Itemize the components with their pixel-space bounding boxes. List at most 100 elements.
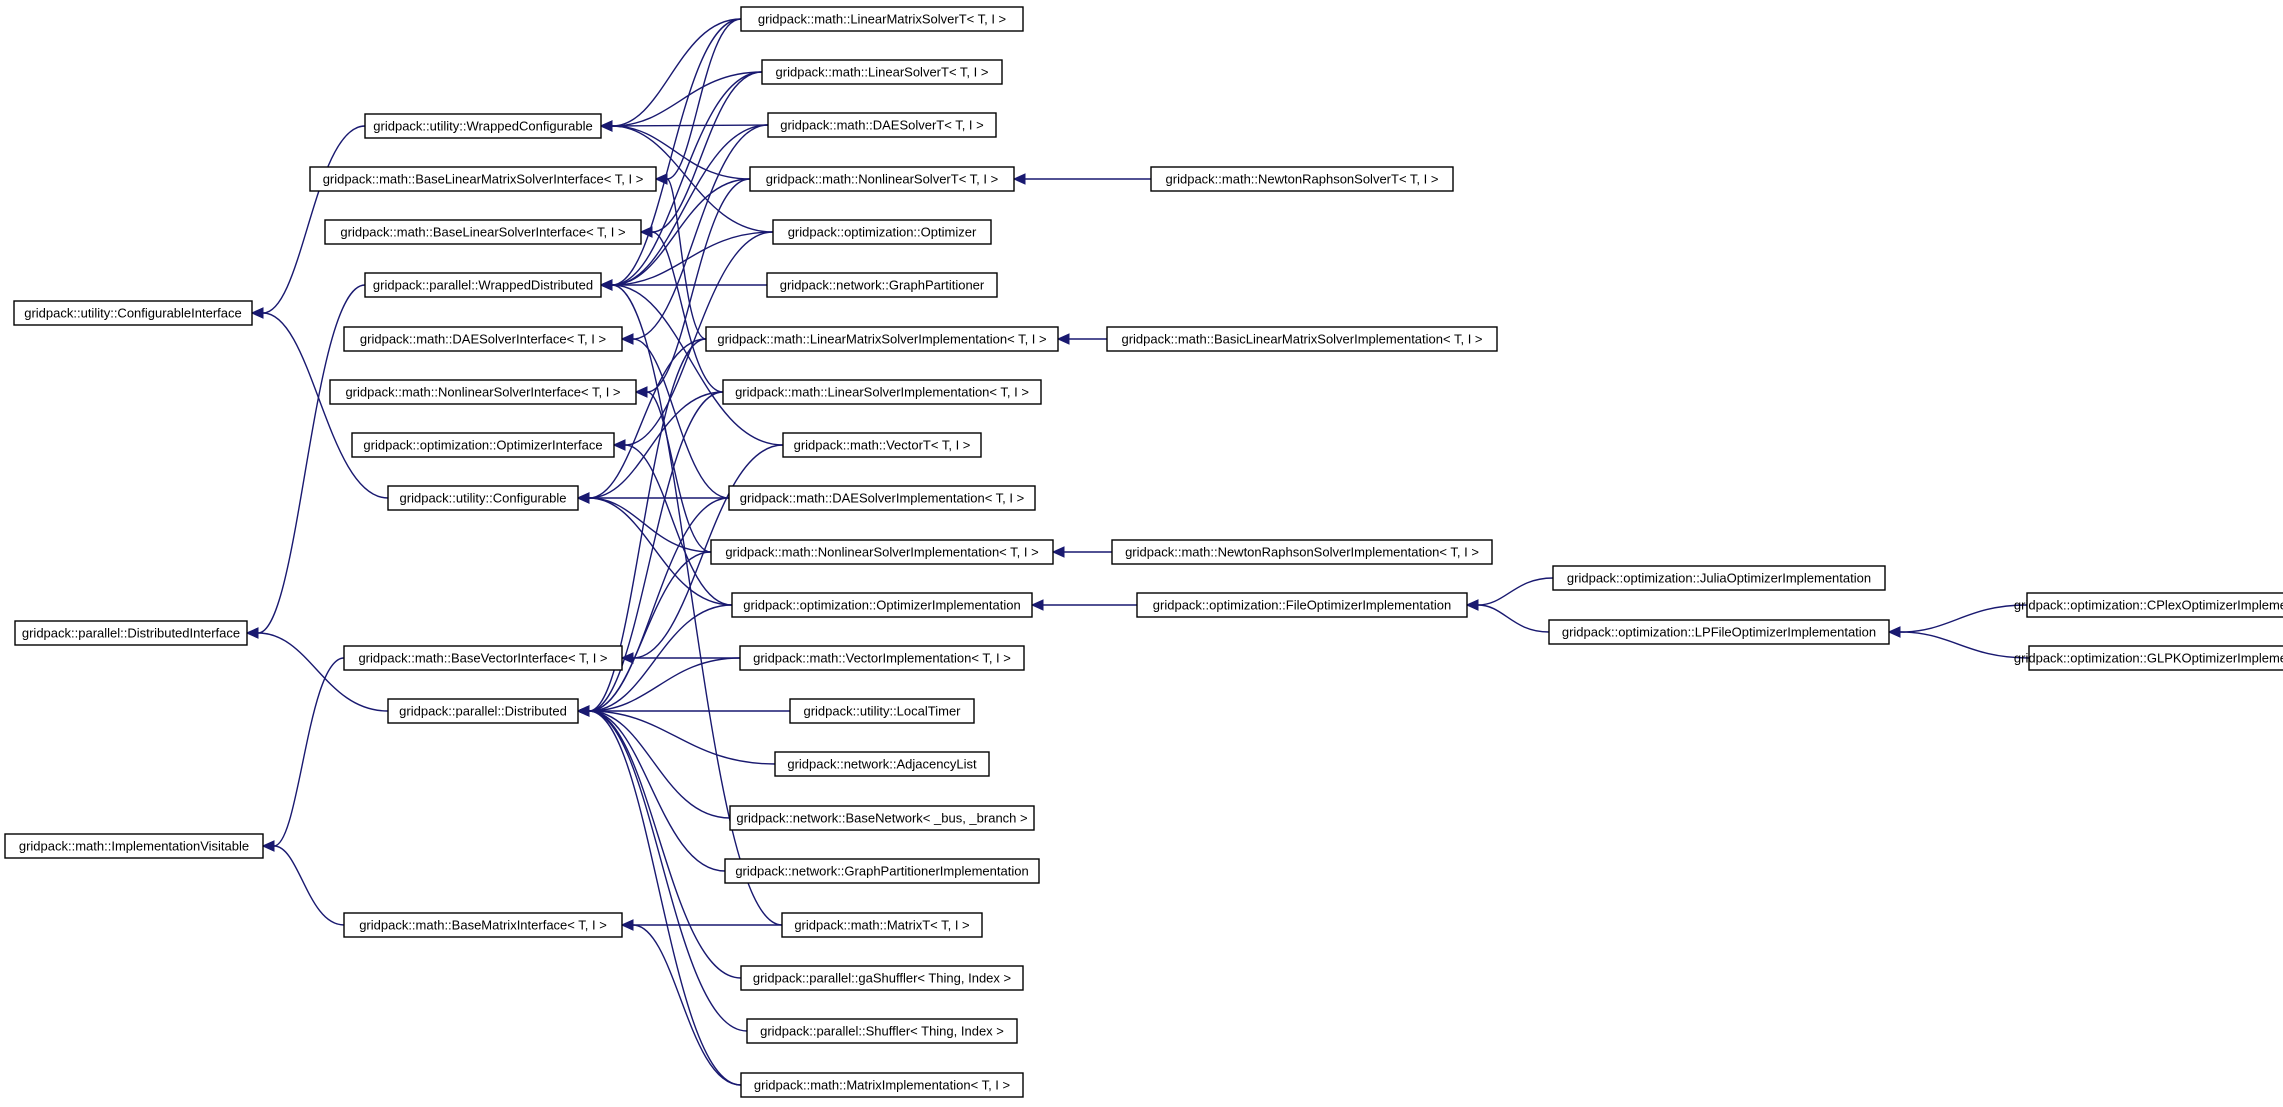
class-node-base-vector-interface[interactable]: gridpack::math::BaseVectorInterface< T, … xyxy=(343,645,623,671)
class-node-nonlinear-solver-interface[interactable]: gridpack::math::NonlinearSolverInterface… xyxy=(329,379,637,405)
class-box[interactable] xyxy=(1548,619,1890,645)
class-box[interactable] xyxy=(1552,565,1886,591)
inheritance-edge-newton_raphson_solver_t-to-nonlinear_solver_t xyxy=(1012,173,1151,185)
edge-line xyxy=(611,125,751,180)
class-box[interactable] xyxy=(329,379,637,405)
inheritance-edge-local_timer-to-distributed xyxy=(576,705,790,717)
class-box[interactable] xyxy=(2026,592,2283,618)
class-box[interactable] xyxy=(351,432,615,458)
class-box[interactable] xyxy=(766,272,998,298)
class-box[interactable] xyxy=(772,219,992,245)
class-node-vector-impl[interactable]: gridpack::math::VectorImplementation< T,… xyxy=(739,645,1025,671)
class-node-distributed[interactable]: gridpack::parallel::Distributed xyxy=(387,698,579,724)
class-node-nonlinear-solver-t[interactable]: gridpack::math::NonlinearSolverT< T, I > xyxy=(749,166,1015,192)
class-box[interactable] xyxy=(761,59,1003,85)
class-box[interactable] xyxy=(767,112,997,138)
class-node-distributed-interface[interactable]: gridpack::parallel::DistributedInterface xyxy=(14,620,248,646)
class-box[interactable] xyxy=(781,912,983,938)
class-node-ga-shuffler[interactable]: gridpack::parallel::gaShuffler< Thing, I… xyxy=(740,965,1024,991)
class-node-matrix-t[interactable]: gridpack::math::MatrixT< T, I > xyxy=(781,912,983,938)
class-node-wrapped-configurable[interactable]: gridpack::utility::WrappedConfigurable xyxy=(364,113,602,139)
arrowhead xyxy=(1051,546,1065,558)
class-node-local-timer[interactable]: gridpack::utility::LocalTimer xyxy=(789,698,975,724)
class-box[interactable] xyxy=(724,858,1040,884)
class-box[interactable] xyxy=(705,326,1059,352)
class-box[interactable] xyxy=(13,300,253,326)
class-node-base-network[interactable]: gridpack::network::BaseNetwork< _bus, _b… xyxy=(729,805,1035,831)
class-node-linear-matrix-solver-t[interactable]: gridpack::math::LinearMatrixSolverT< T, … xyxy=(740,6,1024,32)
class-node-linear-solver-t[interactable]: gridpack::math::LinearSolverT< T, I > xyxy=(761,59,1003,85)
edge-line xyxy=(646,391,712,553)
class-node-wrapped-distributed[interactable]: gridpack::parallel::WrappedDistributed xyxy=(364,272,602,298)
class-label: gridpack::optimization::CPlexOptimizerIm… xyxy=(2014,598,2283,613)
class-node-linear-matrix-solver-impl[interactable]: gridpack::math::LinearMatrixSolverImplem… xyxy=(705,326,1059,352)
class-node-graph-partitioner-impl[interactable]: gridpack::network::GraphPartitionerImple… xyxy=(724,858,1040,884)
class-label: gridpack::parallel::Shuffler< Thing, Ind… xyxy=(760,1024,1004,1039)
class-box[interactable] xyxy=(728,485,1036,511)
class-node-optimizer-impl[interactable]: gridpack::optimization::OptimizerImpleme… xyxy=(731,592,1033,618)
class-box[interactable] xyxy=(1111,539,1493,565)
inheritance-edge-linear_matrix_solver_impl-to-configurable xyxy=(576,338,707,504)
class-node-julia-optimizer-impl[interactable]: gridpack::optimization::JuliaOptimizerIm… xyxy=(1552,565,1886,591)
class-box[interactable] xyxy=(364,272,602,298)
class-node-optimizer-interface[interactable]: gridpack::optimization::OptimizerInterfa… xyxy=(351,432,615,458)
class-node-base-linear-solver-interface[interactable]: gridpack::math::BaseLinearSolverInterfac… xyxy=(324,219,642,245)
class-box[interactable] xyxy=(782,432,982,458)
edge-line xyxy=(588,391,724,712)
edge-line xyxy=(611,18,742,286)
class-box[interactable] xyxy=(740,1072,1024,1098)
class-node-linear-solver-impl[interactable]: gridpack::math::LinearSolverImplementati… xyxy=(722,379,1042,405)
class-node-glpk-optimizer-impl[interactable]: gridpack::optimization::GLPKOptimizerImp… xyxy=(2014,645,2283,671)
class-box[interactable] xyxy=(324,219,642,245)
class-box[interactable] xyxy=(343,326,623,352)
class-node-dae-solver-impl[interactable]: gridpack::math::DAESolverImplementation<… xyxy=(728,485,1036,511)
class-node-newton-raphson-solver-impl[interactable]: gridpack::math::NewtonRaphsonSolverImple… xyxy=(1111,539,1493,565)
class-node-configurable[interactable]: gridpack::utility::Configurable xyxy=(387,485,579,511)
class-node-graph-partitioner[interactable]: gridpack::network::GraphPartitioner xyxy=(766,272,998,298)
class-box[interactable] xyxy=(1136,592,1468,618)
class-box[interactable] xyxy=(740,965,1024,991)
class-node-base-linear-matrix-solver-interface[interactable]: gridpack::math::BaseLinearMatrixSolverIn… xyxy=(309,166,657,192)
class-box[interactable] xyxy=(739,645,1025,671)
class-node-vector-t[interactable]: gridpack::math::VectorT< T, I > xyxy=(782,432,982,458)
arrowhead xyxy=(576,492,590,504)
class-node-adjacency-list[interactable]: gridpack::network::AdjacencyList xyxy=(774,751,990,777)
class-node-optimizer[interactable]: gridpack::optimization::Optimizer xyxy=(772,219,992,245)
class-box[interactable] xyxy=(749,166,1015,192)
class-box[interactable] xyxy=(343,645,623,671)
class-box[interactable] xyxy=(774,751,990,777)
class-box[interactable] xyxy=(740,6,1024,32)
class-box[interactable] xyxy=(710,539,1054,565)
class-node-implementation-visitable[interactable]: gridpack::math::ImplementationVisitable xyxy=(4,833,264,859)
class-box[interactable] xyxy=(14,620,248,646)
class-box[interactable] xyxy=(309,166,657,192)
inheritance-edge-lp_file_optimizer_impl-to-file_optimizer_impl xyxy=(1465,599,1550,633)
class-box[interactable] xyxy=(729,805,1035,831)
class-node-matrix-impl[interactable]: gridpack::math::MatrixImplementation< T,… xyxy=(740,1072,1024,1098)
class-node-dae-solver-t[interactable]: gridpack::math::DAESolverT< T, I > xyxy=(767,112,997,138)
class-node-newton-raphson-solver-t[interactable]: gridpack::math::NewtonRaphsonSolverT< T,… xyxy=(1150,166,1454,192)
class-box[interactable] xyxy=(722,379,1042,405)
class-box[interactable] xyxy=(2028,645,2283,671)
class-box[interactable] xyxy=(789,698,975,724)
class-node-file-optimizer-impl[interactable]: gridpack::optimization::FileOptimizerImp… xyxy=(1136,592,1468,618)
class-node-cplex-optimizer-impl[interactable]: gridpack::optimization::CPlexOptimizerIm… xyxy=(2014,592,2283,618)
class-box[interactable] xyxy=(746,1018,1018,1044)
class-box[interactable] xyxy=(1106,326,1498,352)
class-node-lp-file-optimizer-impl[interactable]: gridpack::optimization::LPFileOptimizerI… xyxy=(1548,619,1890,645)
class-node-dae-solver-interface[interactable]: gridpack::math::DAESolverInterface< T, I… xyxy=(343,326,623,352)
class-node-shuffler[interactable]: gridpack::parallel::Shuffler< Thing, Ind… xyxy=(746,1018,1018,1044)
class-node-configurable-interface[interactable]: gridpack::utility::ConfigurableInterface xyxy=(13,300,253,326)
class-label: gridpack::math::NewtonRaphsonSolverImple… xyxy=(1125,545,1479,560)
class-box[interactable] xyxy=(343,912,623,938)
class-box[interactable] xyxy=(1150,166,1454,192)
class-box[interactable] xyxy=(364,113,602,139)
class-node-basic-linear-matrix-solver-impl[interactable]: gridpack::math::BasicLinearMatrixSolverI… xyxy=(1106,326,1498,352)
class-box[interactable] xyxy=(387,698,579,724)
class-box[interactable] xyxy=(4,833,264,859)
inheritance-edge-base_vector_interface-to-implementation_visitable xyxy=(261,657,345,852)
class-box[interactable] xyxy=(731,592,1033,618)
class-node-base-matrix-interface[interactable]: gridpack::math::BaseMatrixInterface< T, … xyxy=(343,912,623,938)
class-node-nonlinear-solver-impl[interactable]: gridpack::math::NonlinearSolverImplement… xyxy=(710,539,1054,565)
class-box[interactable] xyxy=(387,485,579,511)
